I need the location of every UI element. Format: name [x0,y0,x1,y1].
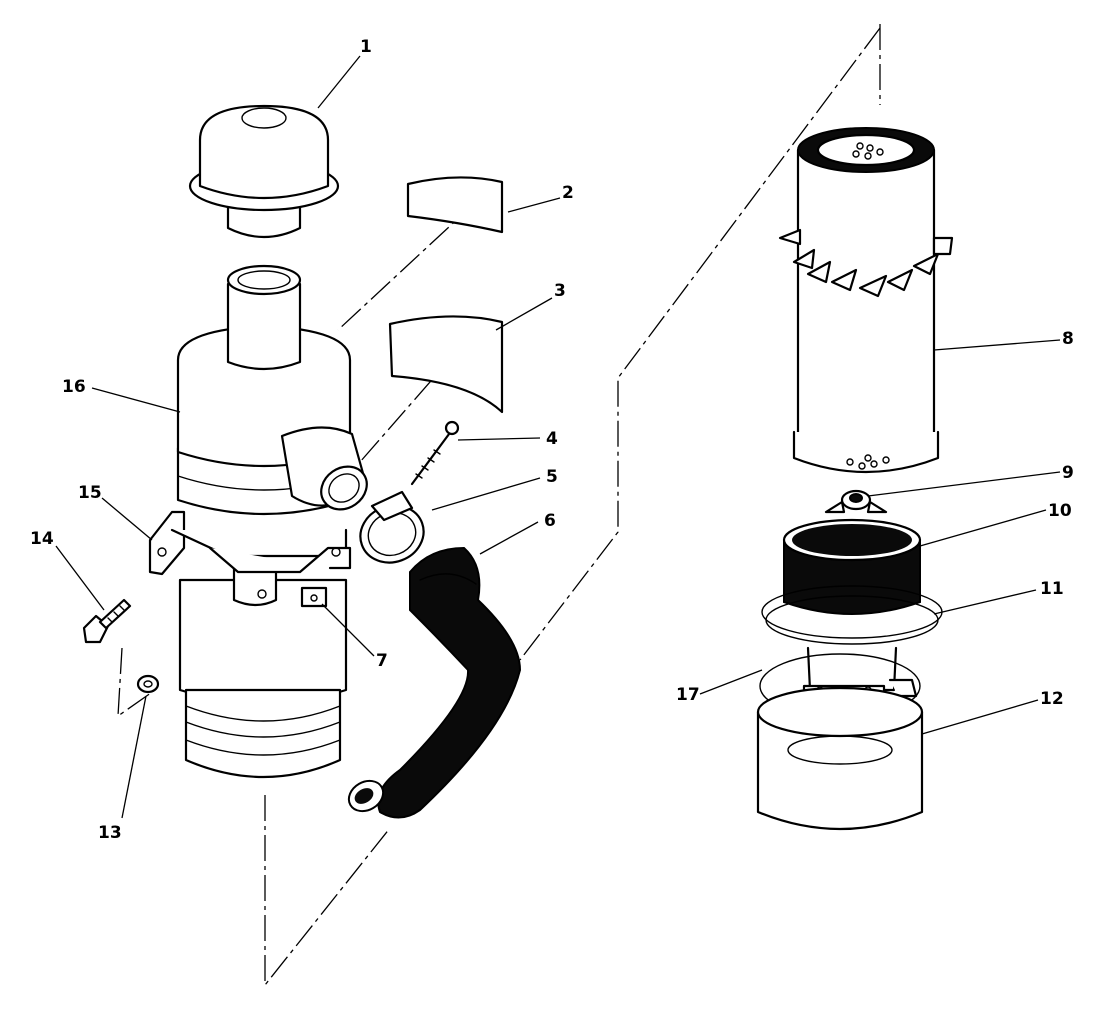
callout-13: 13 [98,823,122,843]
callout-10: 10 [1048,501,1072,521]
part-1-precleaner-cap [188,104,340,238]
callout-7: 7 [376,651,388,671]
part-7-bracket [300,586,328,608]
part-8-filter-element [778,127,954,474]
callout-12: 12 [1040,689,1064,709]
callout-numbers: 1 2 3 4 5 6 7 8 9 10 11 12 13 14 15 16 1… [30,37,1074,843]
callout-2: 2 [562,183,574,203]
part-4-screw [410,420,460,486]
leader-lines [55,55,1061,819]
callout-15: 15 [78,483,102,503]
part-10-cup [782,518,922,615]
callout-8: 8 [1062,329,1074,349]
callout-14: 14 [30,529,54,549]
callout-16: 16 [62,377,86,397]
callout-4: 4 [546,429,558,449]
part-9-wing-nut [824,489,888,514]
callout-11: 11 [1040,579,1064,599]
callout-5: 5 [546,467,558,487]
part-5-hose-clamp [359,490,425,564]
callout-9: 9 [1062,463,1074,483]
callout-3: 3 [554,281,566,301]
part-13-nut [136,674,160,694]
part-16-air-cleaner-body [176,264,368,778]
callout-1: 1 [360,37,372,57]
part-2-decal [406,176,504,234]
part-6-hose [347,546,522,819]
part-14-bolt [82,598,132,644]
part-3-decal [388,315,504,414]
part-12-dust-bowl [756,686,924,831]
part-15-mounting-band [148,510,352,607]
callout-6: 6 [544,511,556,531]
callout-17: 17 [676,685,700,705]
